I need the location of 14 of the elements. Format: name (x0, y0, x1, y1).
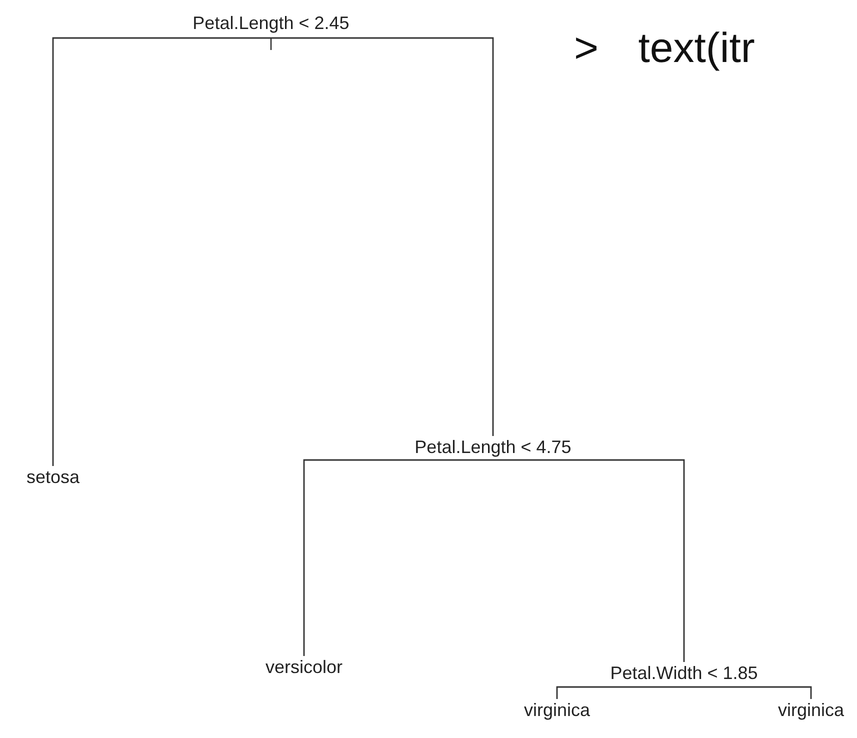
tree-branch (303, 459, 493, 656)
tree-branch (271, 37, 494, 436)
tree-branch (52, 37, 271, 466)
leaf-class: virginica (766, 699, 856, 723)
split-condition: Petal.Length < 4.75 (378, 436, 608, 458)
tree-branch (493, 459, 685, 662)
tree-branch (684, 686, 812, 699)
code-text: > text(itr (574, 23, 755, 73)
split-condition: Petal.Width < 1.85 (574, 662, 794, 684)
tree-branch (556, 686, 684, 699)
leaf-class: versicolor (244, 656, 364, 680)
leaf-class: setosa (8, 466, 98, 490)
leaf-class: virginica (507, 699, 607, 723)
split-condition: Petal.Length < 2.45 (156, 12, 386, 36)
